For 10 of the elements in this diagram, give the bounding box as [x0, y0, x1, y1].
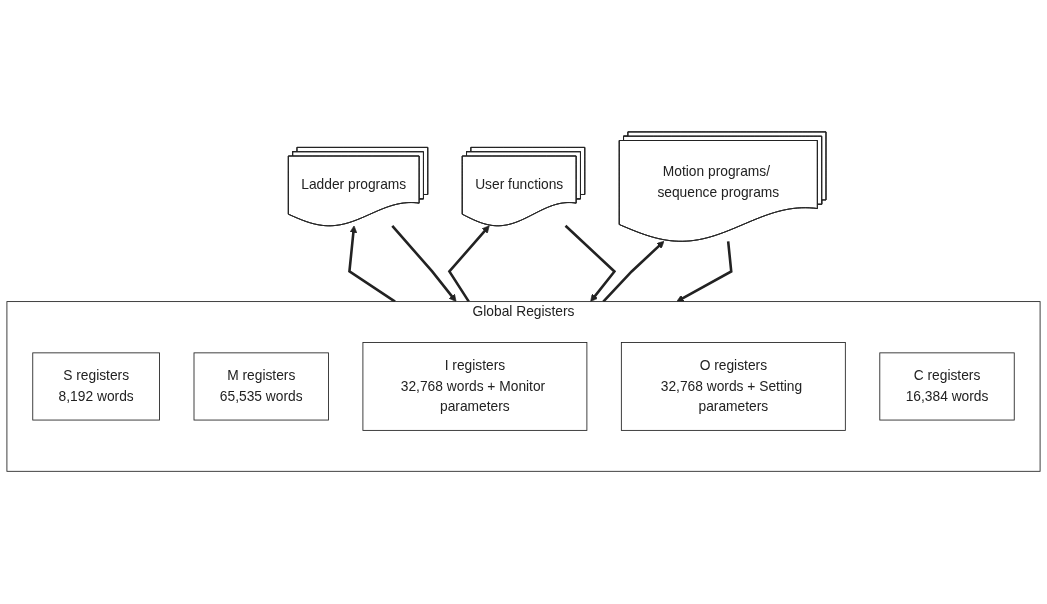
arrow [447, 225, 490, 303]
arrow [564, 225, 617, 303]
arrow [676, 241, 733, 303]
node-box: C registers 16,384 words [879, 352, 1015, 421]
node-box: S registers 8,192 words [32, 352, 160, 421]
node-box: M registers 65,535 words [193, 352, 329, 421]
arrow [602, 241, 665, 303]
node-box: O registers 32,768 words + Setting parameters [620, 342, 846, 432]
arrow [391, 225, 457, 303]
node-box: I registers 32,768 words + Monitor parameters [362, 342, 588, 432]
